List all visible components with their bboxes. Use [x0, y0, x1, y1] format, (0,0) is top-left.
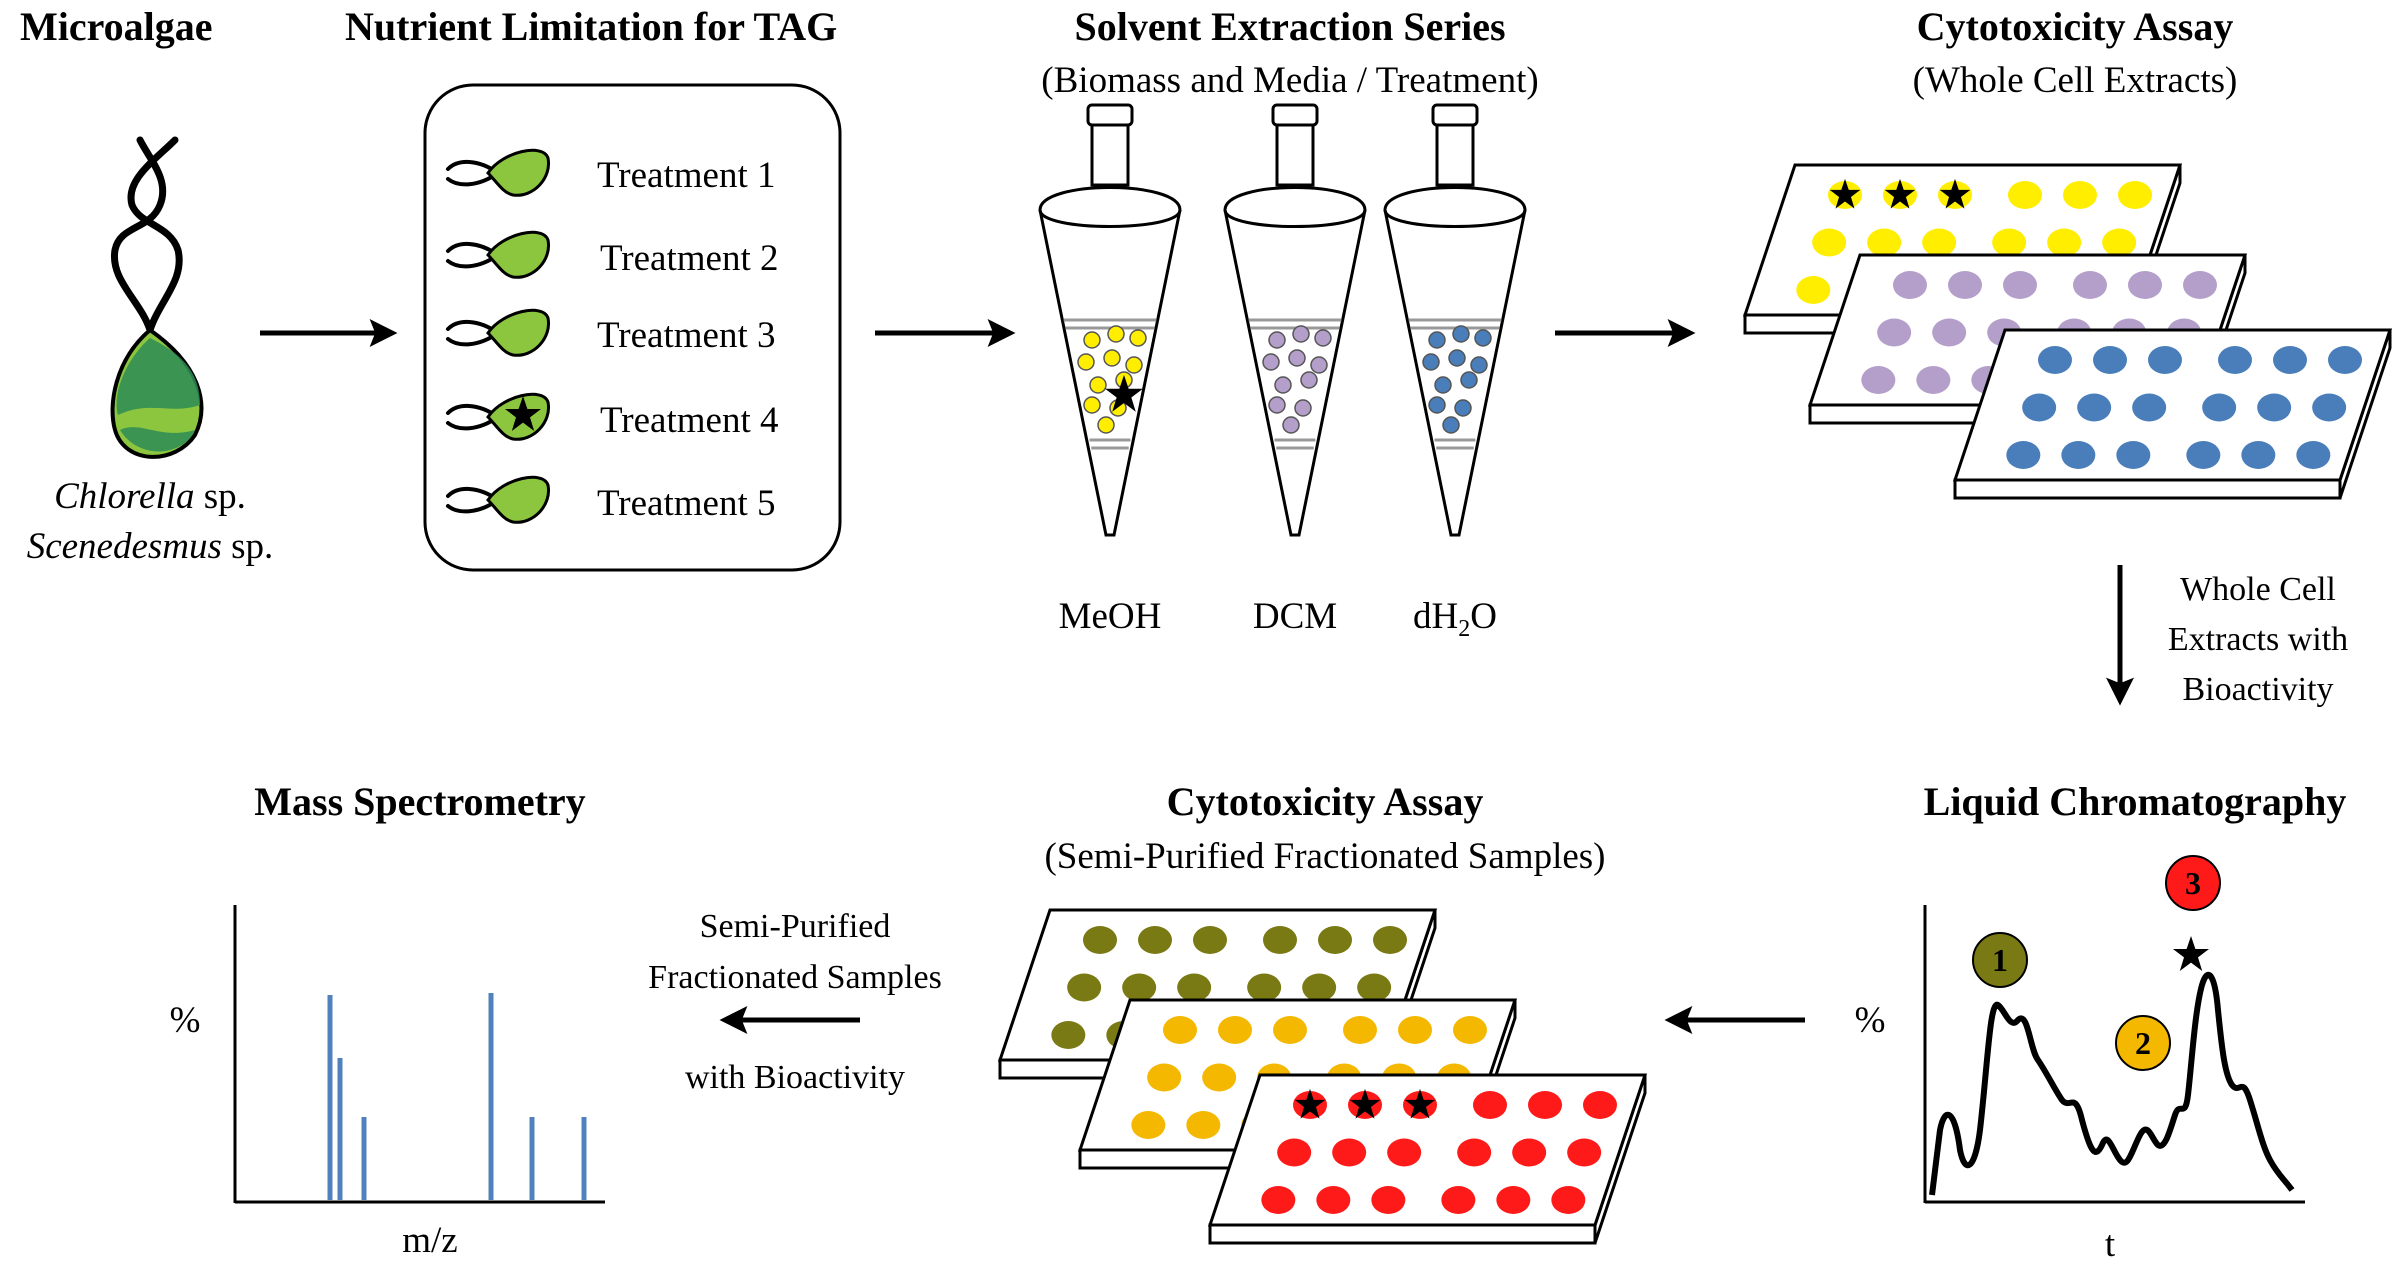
peak-3-star-icon	[2173, 936, 2209, 971]
solvent-dh2o-label: dH2O	[1413, 596, 1497, 642]
tube-dh2o-icon	[1383, 103, 1527, 537]
peak-1-label: 1	[1992, 942, 2008, 978]
lc-y-axis-label: %	[1855, 1000, 1886, 1041]
peak-2-label: 2	[2135, 1025, 2151, 1061]
treatment-4-cell-icon	[446, 392, 551, 441]
treatment-2-cell-icon	[446, 230, 551, 279]
treatment-3-label: Treatment 3	[597, 315, 775, 356]
note-semi-3: with Bioactivity	[685, 1059, 905, 1096]
treatment-2-label: Treatment 2	[600, 238, 778, 279]
treatment-3-cell-icon	[446, 308, 551, 357]
treatment-1-label: Treatment 1	[597, 155, 775, 196]
tube-dcm-icon	[1223, 103, 1367, 537]
treatment-5-label: Treatment 5	[597, 483, 775, 524]
treatment-4-label: Treatment 4	[600, 400, 778, 441]
peak-3-label: 3	[2185, 865, 2201, 901]
note-whole-cell-2: Extracts with	[2168, 621, 2348, 658]
note-semi-2: Fractionated Samples	[648, 959, 942, 996]
treatment-box	[423, 83, 842, 572]
solvent-dcm-label: DCM	[1253, 596, 1337, 637]
tube-meoh-icon	[1038, 103, 1182, 537]
treatment-1-cell-icon	[446, 148, 551, 197]
note-whole-cell-1: Whole Cell	[2180, 571, 2336, 608]
peak-1-marker: 1	[1972, 932, 2028, 988]
plate-whole-cell-3	[1952, 328, 2393, 500]
ms-x-axis-label: m/z	[402, 1220, 457, 1261]
subheading-cytotoxicity-semi: (Semi-Purified Fractionated Samples)	[1044, 836, 1605, 877]
species-scenedesmus: Scenedesmus sp.	[27, 526, 274, 567]
note-whole-cell-3: Bioactivity	[2182, 671, 2333, 708]
mass-spectrum-plot	[233, 905, 605, 1204]
subheading-cytotoxicity-whole: (Whole Cell Extracts)	[1913, 60, 2238, 101]
species-chlorella: Chlorella sp.	[54, 476, 246, 517]
note-semi-1: Semi-Purified	[700, 908, 891, 945]
heading-microalgae: Microalgae	[20, 4, 213, 49]
heading-cytotoxicity-whole: Cytotoxicity Assay	[1917, 4, 2234, 49]
microalgae-cell-icon	[110, 136, 204, 459]
subheading-solvent-extraction: (Biomass and Media / Treatment)	[1041, 60, 1538, 101]
heading-solvent-extraction: Solvent Extraction Series	[1074, 4, 1505, 49]
plate-semi-3	[1207, 1073, 1648, 1245]
heading-liquid-chromatography: Liquid Chromatography	[1924, 779, 2347, 824]
peak-3-marker: 3	[2165, 855, 2221, 911]
heading-nutrient-limitation: Nutrient Limitation for TAG	[345, 4, 837, 49]
ms-y-axis-label: %	[170, 1000, 201, 1041]
solvent-meoh-label: MeOH	[1059, 596, 1162, 637]
heading-mass-spectrometry: Mass Spectrometry	[254, 779, 585, 824]
heading-cytotoxicity-semi: Cytotoxicity Assay	[1167, 779, 1484, 824]
lc-x-axis-label: t	[2105, 1224, 2116, 1264]
chromatogram-plot	[1923, 905, 2305, 1204]
treatment-5-cell-icon	[446, 475, 551, 524]
peak-2-marker: 2	[2115, 1015, 2171, 1071]
